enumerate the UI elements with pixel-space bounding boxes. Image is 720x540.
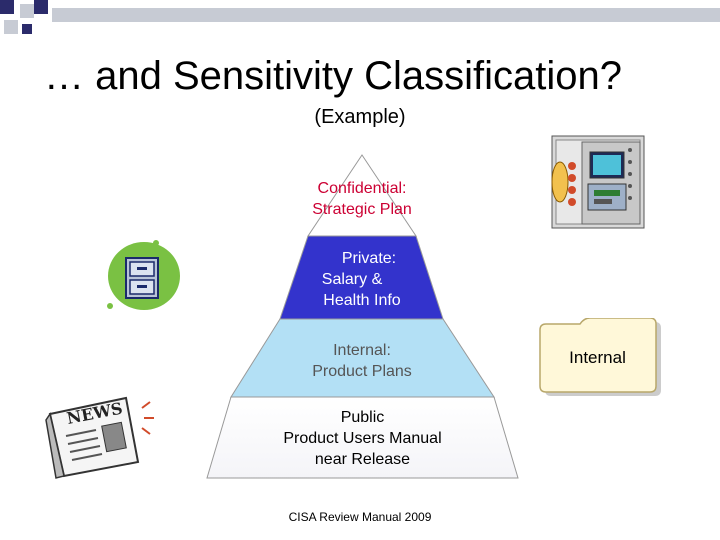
filing-cabinet-icon (107, 240, 180, 310)
pyramid-level-public (206, 396, 519, 479)
level-confidential-line-2: Strategic Plan (312, 201, 412, 218)
level-internal-line-1: Internal: (333, 342, 391, 359)
newspaper-icon: NEWS (45, 396, 154, 479)
level-confidential-label: Confidential: Strategic Plan (262, 178, 462, 220)
level-public-line-3: near Release (314, 451, 411, 468)
level-private-line-1: Private: (341, 250, 397, 267)
slide-subtitle: (Example) (314, 106, 406, 128)
safe-computer-icon (551, 135, 645, 229)
header-decoration (0, 0, 720, 34)
header-square-dark (0, 0, 14, 14)
header-square-light (20, 4, 34, 18)
level-public-line-2: Product Users Manual (283, 430, 442, 447)
level-private-label: Private: Salary & Health Info (262, 248, 462, 311)
folder-label: Internal (569, 348, 626, 367)
header-bar (52, 8, 720, 22)
header-square-dark (22, 24, 32, 34)
level-confidential-line-1: Confidential: (317, 180, 407, 197)
header-square-dark (34, 0, 48, 14)
slide-footer: CISA Review Manual 2009 (288, 510, 432, 524)
level-public-line-1: Public (340, 409, 385, 426)
level-private-line-2: Salary & (321, 271, 383, 288)
folder-icon (539, 318, 661, 396)
level-internal-label: Internal: Product Plans (262, 340, 462, 382)
level-private-line-3: Health Info (323, 292, 401, 309)
header-square-light (4, 20, 18, 34)
level-public-label: Public Product Users Manual near Release (230, 407, 495, 470)
slide-title: … and Sensitivity Classification? (44, 54, 623, 98)
level-internal-line-2: Product Plans (312, 363, 412, 380)
